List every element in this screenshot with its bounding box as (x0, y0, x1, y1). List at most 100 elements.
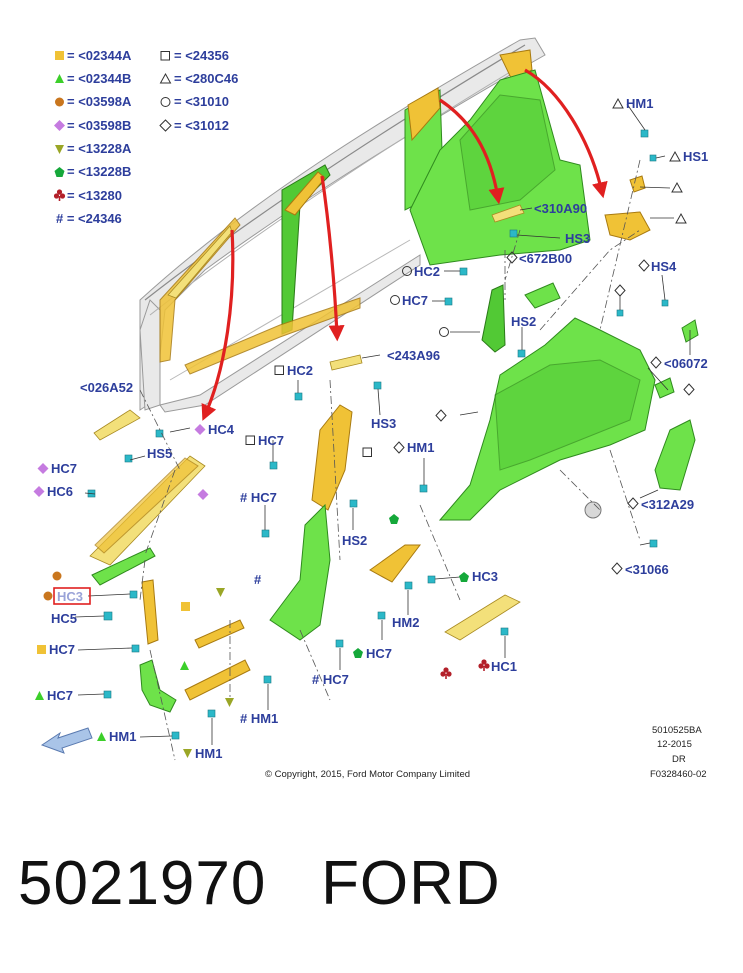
outline-diamond-icon (627, 497, 639, 510)
callout-label: # HC7 (312, 672, 349, 687)
outline-diamond-icon (614, 284, 626, 297)
callout-markers: HM1 HS1 <310A90 HS3 HS4 HC2 <672B00 HC7 … (33, 96, 708, 761)
brown-circle-icon (43, 591, 53, 601)
red-club-icon (440, 667, 452, 679)
callout-label: HC3 (472, 569, 498, 584)
outline-square-icon (160, 51, 170, 61)
green-triangle-icon (97, 732, 106, 741)
drawing-date: 12-2015 (657, 739, 692, 750)
callout-label: HM1 (109, 729, 136, 744)
green-triangle-icon (180, 661, 189, 670)
outline-diamond-icon (393, 441, 405, 454)
callout-label: HC7 (49, 642, 75, 657)
green-pentagon-icon (459, 572, 469, 582)
brown-circle-icon (52, 571, 62, 581)
drawing-info: 5010525BA 12-2015 DR F0328460-02 © Copyr… (265, 725, 707, 780)
callout-label: HC4 (208, 422, 235, 437)
callout-label: # HM1 (240, 711, 278, 726)
callout-label: <312A29 (641, 497, 694, 512)
outline-square-icon (362, 447, 372, 457)
legend-item: = <13280 (67, 188, 122, 203)
callout-label: HS5 (147, 446, 172, 461)
legend: = <02344A = <02344B = <03598A = <03598B … (53, 48, 238, 226)
outline-diamond-icon (435, 409, 447, 422)
outline-square-icon (245, 435, 255, 445)
legend-item: = <02344A (67, 48, 132, 63)
callout-label: HC7 (47, 688, 73, 703)
outline-square-icon (274, 365, 284, 375)
part-number: 5021970 (18, 849, 267, 918)
olive-down-triangle-icon (216, 588, 225, 597)
outline-triangle-icon (675, 212, 687, 224)
olive-down-triangle-icon (183, 749, 192, 758)
drawing-type: DR (672, 754, 686, 765)
yellow-square-icon (37, 645, 46, 654)
callout-label: HC2 (414, 264, 440, 279)
outline-diamond-icon (506, 251, 518, 264)
legend-item: = <13228A (67, 141, 132, 156)
outline-triangle-icon (669, 150, 681, 162)
yellow-square-icon (181, 602, 190, 611)
callout-label: HS3 (371, 416, 396, 431)
callout-label: <310A90 (534, 201, 587, 216)
assembly-lines (139, 159, 641, 761)
green-triangle-icon (55, 74, 64, 83)
legend-item: = <02344B (67, 71, 131, 86)
olive-down-triangle-icon (225, 698, 234, 707)
outline-diamond-icon (611, 562, 623, 575)
purple-diamond-icon (194, 424, 206, 435)
brown-circle-icon (55, 97, 64, 107)
callout-label: HC6 (47, 484, 73, 499)
outline-diamond-icon (650, 356, 662, 369)
outline-circle-icon (390, 295, 400, 305)
purple-diamond-icon (197, 489, 209, 500)
legend-item: = <24356 (174, 48, 229, 63)
callout-label: # HC7 (240, 490, 277, 505)
figure-number: F0328460-02 (650, 769, 707, 780)
red-club-icon (53, 189, 66, 201)
callout-label: <026A52 (80, 380, 133, 395)
callout-label: HC7 (366, 646, 392, 661)
outline-triangle-icon (159, 72, 172, 84)
legend-item: = <31010 (174, 94, 229, 109)
callout-label: HC5 (51, 611, 77, 626)
callout-label: HS4 (651, 259, 677, 274)
red-club-icon (478, 659, 490, 671)
trim-parts (89, 175, 699, 713)
green-pentagon-icon (389, 514, 399, 524)
callout-label: HC2 (287, 363, 313, 378)
callout-label: HM2 (392, 615, 419, 630)
callout-label: <06072 (664, 356, 708, 371)
green-triangle-icon (35, 691, 44, 700)
olive-down-triangle-icon (55, 145, 64, 154)
outline-diamond-icon (159, 119, 172, 132)
legend-item: # = <24346 (56, 211, 122, 226)
callout-label: HC1 (491, 659, 517, 674)
purple-diamond-icon (37, 463, 49, 474)
drawing-code: 5010525BA (652, 725, 702, 736)
front-direction-arrow-icon (40, 727, 93, 754)
outline-circle-icon (439, 327, 449, 337)
callout-label: HM1 (195, 746, 222, 761)
legend-item: = <280C46 (174, 71, 238, 86)
callout-label: <243A96 (387, 348, 440, 363)
callout-label: HS2 (342, 533, 367, 548)
legend-item: = <31012 (174, 118, 229, 133)
outline-diamond-icon (683, 383, 695, 396)
legend-item: = <03598B (67, 118, 131, 133)
callout-label: # (254, 572, 262, 587)
outline-diamond-icon (638, 259, 650, 272)
red-arrows (201, 68, 608, 421)
callout-label: HC7 (402, 293, 428, 308)
copyright-notice: © Copyright, 2015, Ford Motor Company Li… (265, 769, 470, 780)
outline-circle-icon (402, 266, 412, 276)
outline-circle-icon (160, 97, 171, 107)
callout-label: HC7 (51, 461, 77, 476)
callout-label: <672B00 (519, 251, 572, 266)
callout-label: HM1 (407, 440, 434, 455)
callout-label: HC7 (258, 433, 284, 448)
callout-label: HC3 (57, 589, 83, 604)
green-pentagon-icon (353, 648, 363, 658)
outline-triangle-icon (612, 97, 624, 109)
green-pentagon-icon (54, 167, 65, 177)
